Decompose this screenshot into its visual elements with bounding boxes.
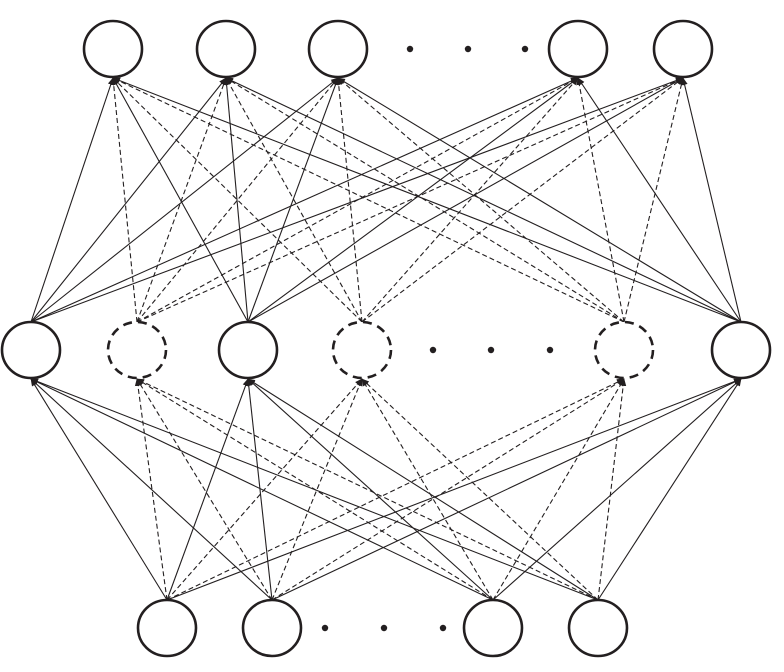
connection	[245, 378, 273, 601]
dropped-connection	[361, 77, 579, 323]
connection	[30, 77, 339, 323]
input-neuron	[462, 598, 524, 658]
output-neuron	[195, 19, 257, 79]
dropped-connection	[361, 378, 494, 601]
dropped-connection	[623, 77, 685, 323]
dropped-connection	[271, 378, 625, 601]
connection	[30, 378, 599, 601]
dropped-connection	[112, 77, 625, 323]
connection	[271, 378, 742, 601]
dropped-connection	[361, 77, 684, 323]
connection	[166, 378, 249, 601]
connection	[112, 77, 742, 323]
dropped-connection	[335, 77, 363, 323]
dropped-connection	[136, 77, 339, 323]
connection	[30, 77, 227, 323]
ellipsis-dot	[429, 346, 437, 354]
connection	[247, 77, 684, 323]
ellipsis-dot	[521, 45, 529, 53]
dropped-connection	[166, 378, 363, 601]
connection	[577, 77, 742, 323]
connection	[30, 77, 114, 323]
hidden-neuron-dropped	[593, 320, 655, 380]
ellipsis-dot	[487, 346, 495, 354]
dropped-connection	[225, 77, 363, 323]
connection	[225, 77, 742, 323]
dropped-connection	[136, 77, 579, 323]
connection	[30, 378, 273, 601]
dropped-connection	[136, 77, 227, 323]
hidden-neuron	[0, 320, 62, 380]
input-neuron	[567, 598, 629, 658]
output-neuron	[652, 19, 714, 79]
ellipsis-dot	[439, 624, 447, 632]
connection	[247, 378, 494, 601]
dropped-connection	[576, 77, 625, 323]
neurons	[0, 19, 772, 658]
dropped-connection	[361, 378, 599, 601]
ellipsis-dot	[380, 624, 388, 632]
connection	[112, 77, 249, 323]
connection	[30, 378, 494, 601]
hidden-neuron-dropped	[106, 320, 168, 380]
output-neuron	[82, 19, 144, 79]
hidden-neuron	[710, 320, 772, 380]
connection	[681, 77, 742, 323]
connection	[597, 378, 742, 601]
connection	[247, 77, 579, 323]
output-neuron	[307, 19, 369, 79]
connection	[223, 77, 249, 323]
output-neuron	[547, 19, 609, 79]
dropped-connection	[112, 77, 363, 323]
dropped-connection	[225, 77, 625, 323]
dropped-connection	[110, 77, 138, 323]
dropped-connection	[136, 378, 599, 601]
ellipsis-dot	[321, 624, 329, 632]
hidden-neuron-dropped	[331, 320, 393, 380]
dropped-connection	[337, 77, 625, 323]
hidden-neuron	[217, 320, 279, 380]
dropped-connection	[492, 378, 625, 601]
connection	[492, 378, 742, 601]
dropped-connection	[166, 378, 625, 601]
connection	[30, 378, 168, 601]
input-neuron	[136, 598, 198, 658]
ellipsis-dot	[464, 45, 472, 53]
connection	[30, 77, 579, 323]
connection	[337, 77, 742, 323]
dropped-connection	[136, 77, 684, 323]
connection	[166, 378, 742, 601]
ellipsis-dot	[406, 45, 414, 53]
connection	[247, 378, 599, 601]
connection	[247, 77, 339, 323]
dropped-connection	[597, 378, 627, 601]
dropped-connection	[136, 378, 273, 601]
ellipsis-dot	[546, 346, 554, 354]
dropped-connection	[134, 378, 168, 601]
input-neuron	[241, 598, 303, 658]
connections	[30, 77, 742, 601]
